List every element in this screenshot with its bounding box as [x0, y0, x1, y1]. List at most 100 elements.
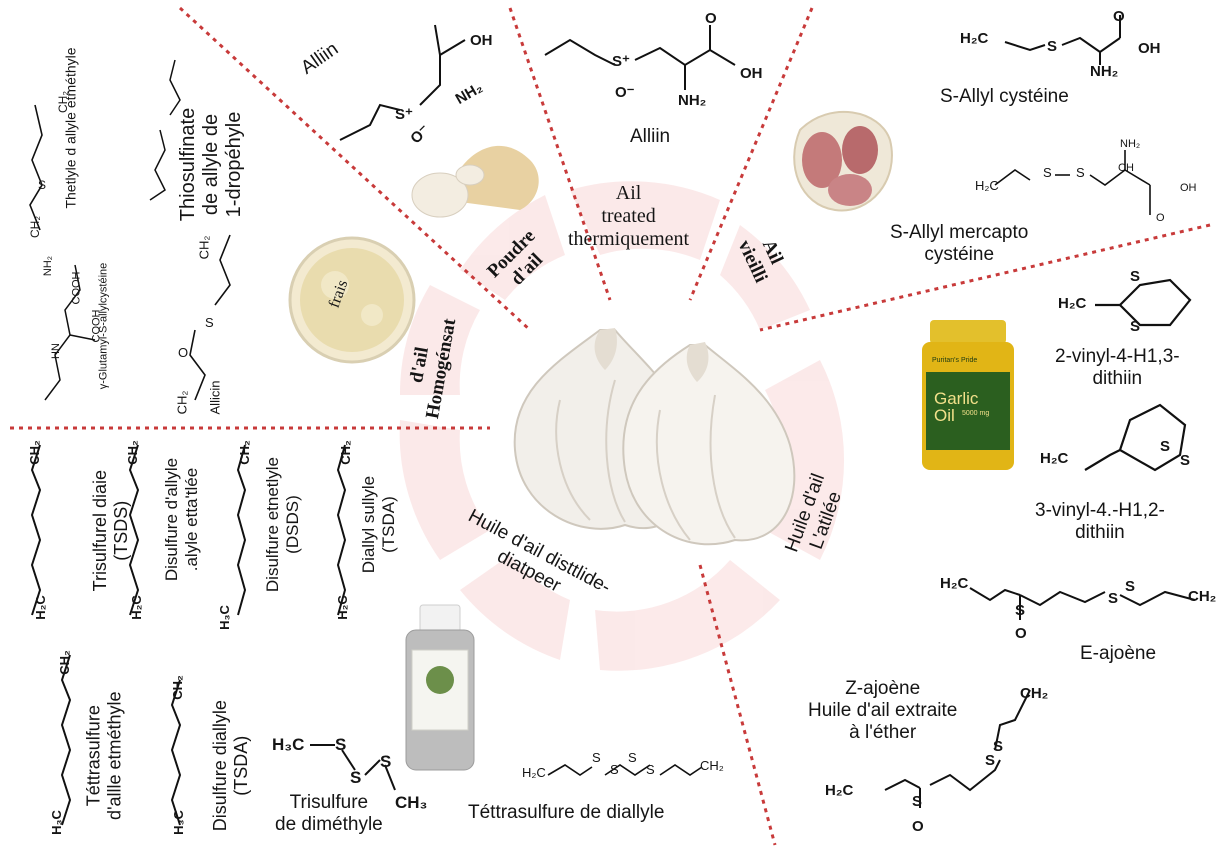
glutamyl-nh2: NH₂ [42, 255, 55, 277]
thioethyl-ch2: CH₂ [56, 91, 70, 113]
samc-s2: S [1076, 165, 1085, 180]
alliin-top-o: O [705, 10, 717, 27]
samc-ch: CH [1118, 162, 1134, 174]
samc-nh2: NH₂ [1120, 138, 1141, 150]
compound-label-s-allyl-cysteine: S-Allyl cystéine [940, 86, 1069, 107]
eajoene-ch2: CH₂ [1188, 588, 1216, 605]
chain4-ch2: CH₂ [337, 440, 353, 465]
chain3-h3c: H₃C [216, 605, 232, 630]
compound-label-trisulfide-diallyl: Trisulfurel diaie (TSDS) [90, 469, 131, 592]
alliin-left-splus: S⁺ [395, 106, 413, 123]
thioethyl-ch2-b: CH₂ [28, 216, 42, 238]
tsdm-h3c: H₃C [272, 735, 305, 754]
chain1-h2c: H₂C [32, 595, 48, 620]
compound-label-vinyl-13: 2-vinyl-4-H1,3- dithiin [1055, 346, 1180, 389]
vinyl12-s2: S [1180, 452, 1191, 469]
compound-label-disulfide-ethyl: Disulfure etnetlyle (DSDS) [263, 456, 302, 593]
allicin-ch2-top: CH₂ [196, 235, 212, 260]
trisulfide-dimethyl-structure [310, 744, 396, 791]
divider-3 [688, 7, 814, 301]
alliin-top-oh: OH [740, 65, 763, 82]
arc-heat [570, 181, 720, 260]
arc-homog [399, 285, 480, 395]
ttsd-ch2: CH₂ [700, 758, 724, 773]
tsdm-s3: S [380, 752, 392, 771]
ttsd-s2: S [610, 762, 619, 777]
chain1-ch2: CH₂ [26, 440, 42, 465]
fresh-garlic-dish-icon [288, 236, 416, 364]
glutamyl-cooh: COOH [70, 271, 83, 305]
vinyl-13-dithiin-structure [1095, 278, 1192, 327]
zajoene-s1: S [912, 793, 923, 810]
allicin-o: O [178, 345, 189, 360]
tsdm-ch3: CH₃ [395, 793, 428, 812]
zajoene-h2c: H₂C [825, 782, 854, 799]
alliin-top-ominus: O⁻ [615, 84, 635, 101]
tsdm-s2: S [350, 768, 362, 787]
aged-garlic-icon [793, 110, 893, 212]
compound-label-allicin: Allicin [207, 380, 223, 415]
ttsd-s4: S [646, 762, 655, 777]
compound-label-e-ajoene: E-ajoène [1080, 643, 1157, 664]
alliin-top-nh2: NH₂ [678, 92, 707, 109]
compound-label-diallyl-sulfide: Diallyl sullyle (TSDA) [359, 475, 398, 574]
zajoene-s3: S [993, 738, 1004, 755]
ttsd-h2c: H₂C [522, 765, 546, 780]
sac-h2c: H₂C [960, 30, 989, 47]
thioethyl-s: S [38, 178, 47, 192]
vinyl13-s2: S [1130, 318, 1141, 335]
chain4-h2c: H₂C [334, 595, 350, 620]
samc-o: O [1156, 212, 1165, 224]
eajoene-h2c: H₂C [940, 575, 969, 592]
eajoene-s1: S [1015, 602, 1026, 619]
sac-o: O [1113, 8, 1125, 25]
garlic-powder-icon [411, 145, 539, 218]
tsdm-s1: S [335, 735, 347, 754]
compound-label-z-ajoene: Z-ajoène Huile d'ail extraite à l'éther [808, 678, 958, 743]
sac-oh: OH [1138, 40, 1161, 57]
z-ajoene-structure [884, 689, 1031, 808]
eajoene-o: O [1015, 625, 1027, 642]
zajoene-s2: S [985, 752, 996, 769]
chain3-ch2: CH₂ [236, 440, 252, 465]
eajoene-s3: S [1125, 578, 1136, 595]
vinyl12-s1: S [1160, 438, 1171, 455]
compound-label-alliin-top: Alliin [630, 126, 671, 147]
sac-s: S [1047, 38, 1058, 55]
arc-left [399, 420, 490, 560]
alliin-left-structure [339, 24, 466, 141]
compound-label-thioethyl: Thetlyle d allyle etméthyle [62, 47, 79, 209]
vinyl12-h2c: H₂C [1040, 450, 1069, 467]
thioethyl-structure [29, 104, 43, 231]
tetrasulfide-diallyl-structure [547, 764, 703, 776]
s-allyl-cysteine-structure [1004, 15, 1121, 65]
zajoene-ch2: CH₂ [1020, 685, 1049, 702]
allicin-s: S [205, 315, 214, 330]
vinyl-12-dithiin-structure [1084, 403, 1187, 472]
sector-dividers [10, 6, 1211, 846]
s-allyl-mercapto-structure [994, 150, 1151, 215]
chain2-ch2: CH₂ [124, 440, 140, 465]
zajoene-o: O [912, 818, 924, 835]
eajoene-s2: S [1108, 590, 1119, 607]
compound-label-tetrasulfide-allyl-methyl: Téttrasulfure d'allle etméthyle [83, 691, 125, 820]
garlic-oil-top-text: Puritan's Pride [932, 357, 978, 364]
allicin-structure [189, 234, 231, 401]
samc-oh: OH [1180, 182, 1197, 194]
vinyl13-s1: S [1130, 268, 1141, 285]
compound-label-thiosulfinate: Thiosulfinate de allyle de 1-dropéhyle [177, 107, 246, 222]
divider-2 [508, 7, 612, 301]
glutamyl-structure [44, 264, 96, 401]
chain2-h2c: H₂C [128, 595, 144, 620]
alliin-top-structure [544, 25, 736, 90]
left-chains [30, 444, 347, 616]
garlic-bulbs-icon [513, 328, 796, 546]
chain6-h3c: H₃C [170, 810, 186, 835]
allicin-ch2-bottom: CH₂ [174, 390, 190, 415]
alliin-left-oh: OH [470, 32, 493, 49]
thiosulfinate-structure [149, 59, 181, 201]
compound-label-trisulfide-dimethyl: Trisulfure de diméthyle [275, 792, 383, 835]
compound-label-s-allyl-mercapto: S-Allyl mercapto cystéine [890, 222, 1029, 265]
sector-arcs [399, 181, 845, 671]
